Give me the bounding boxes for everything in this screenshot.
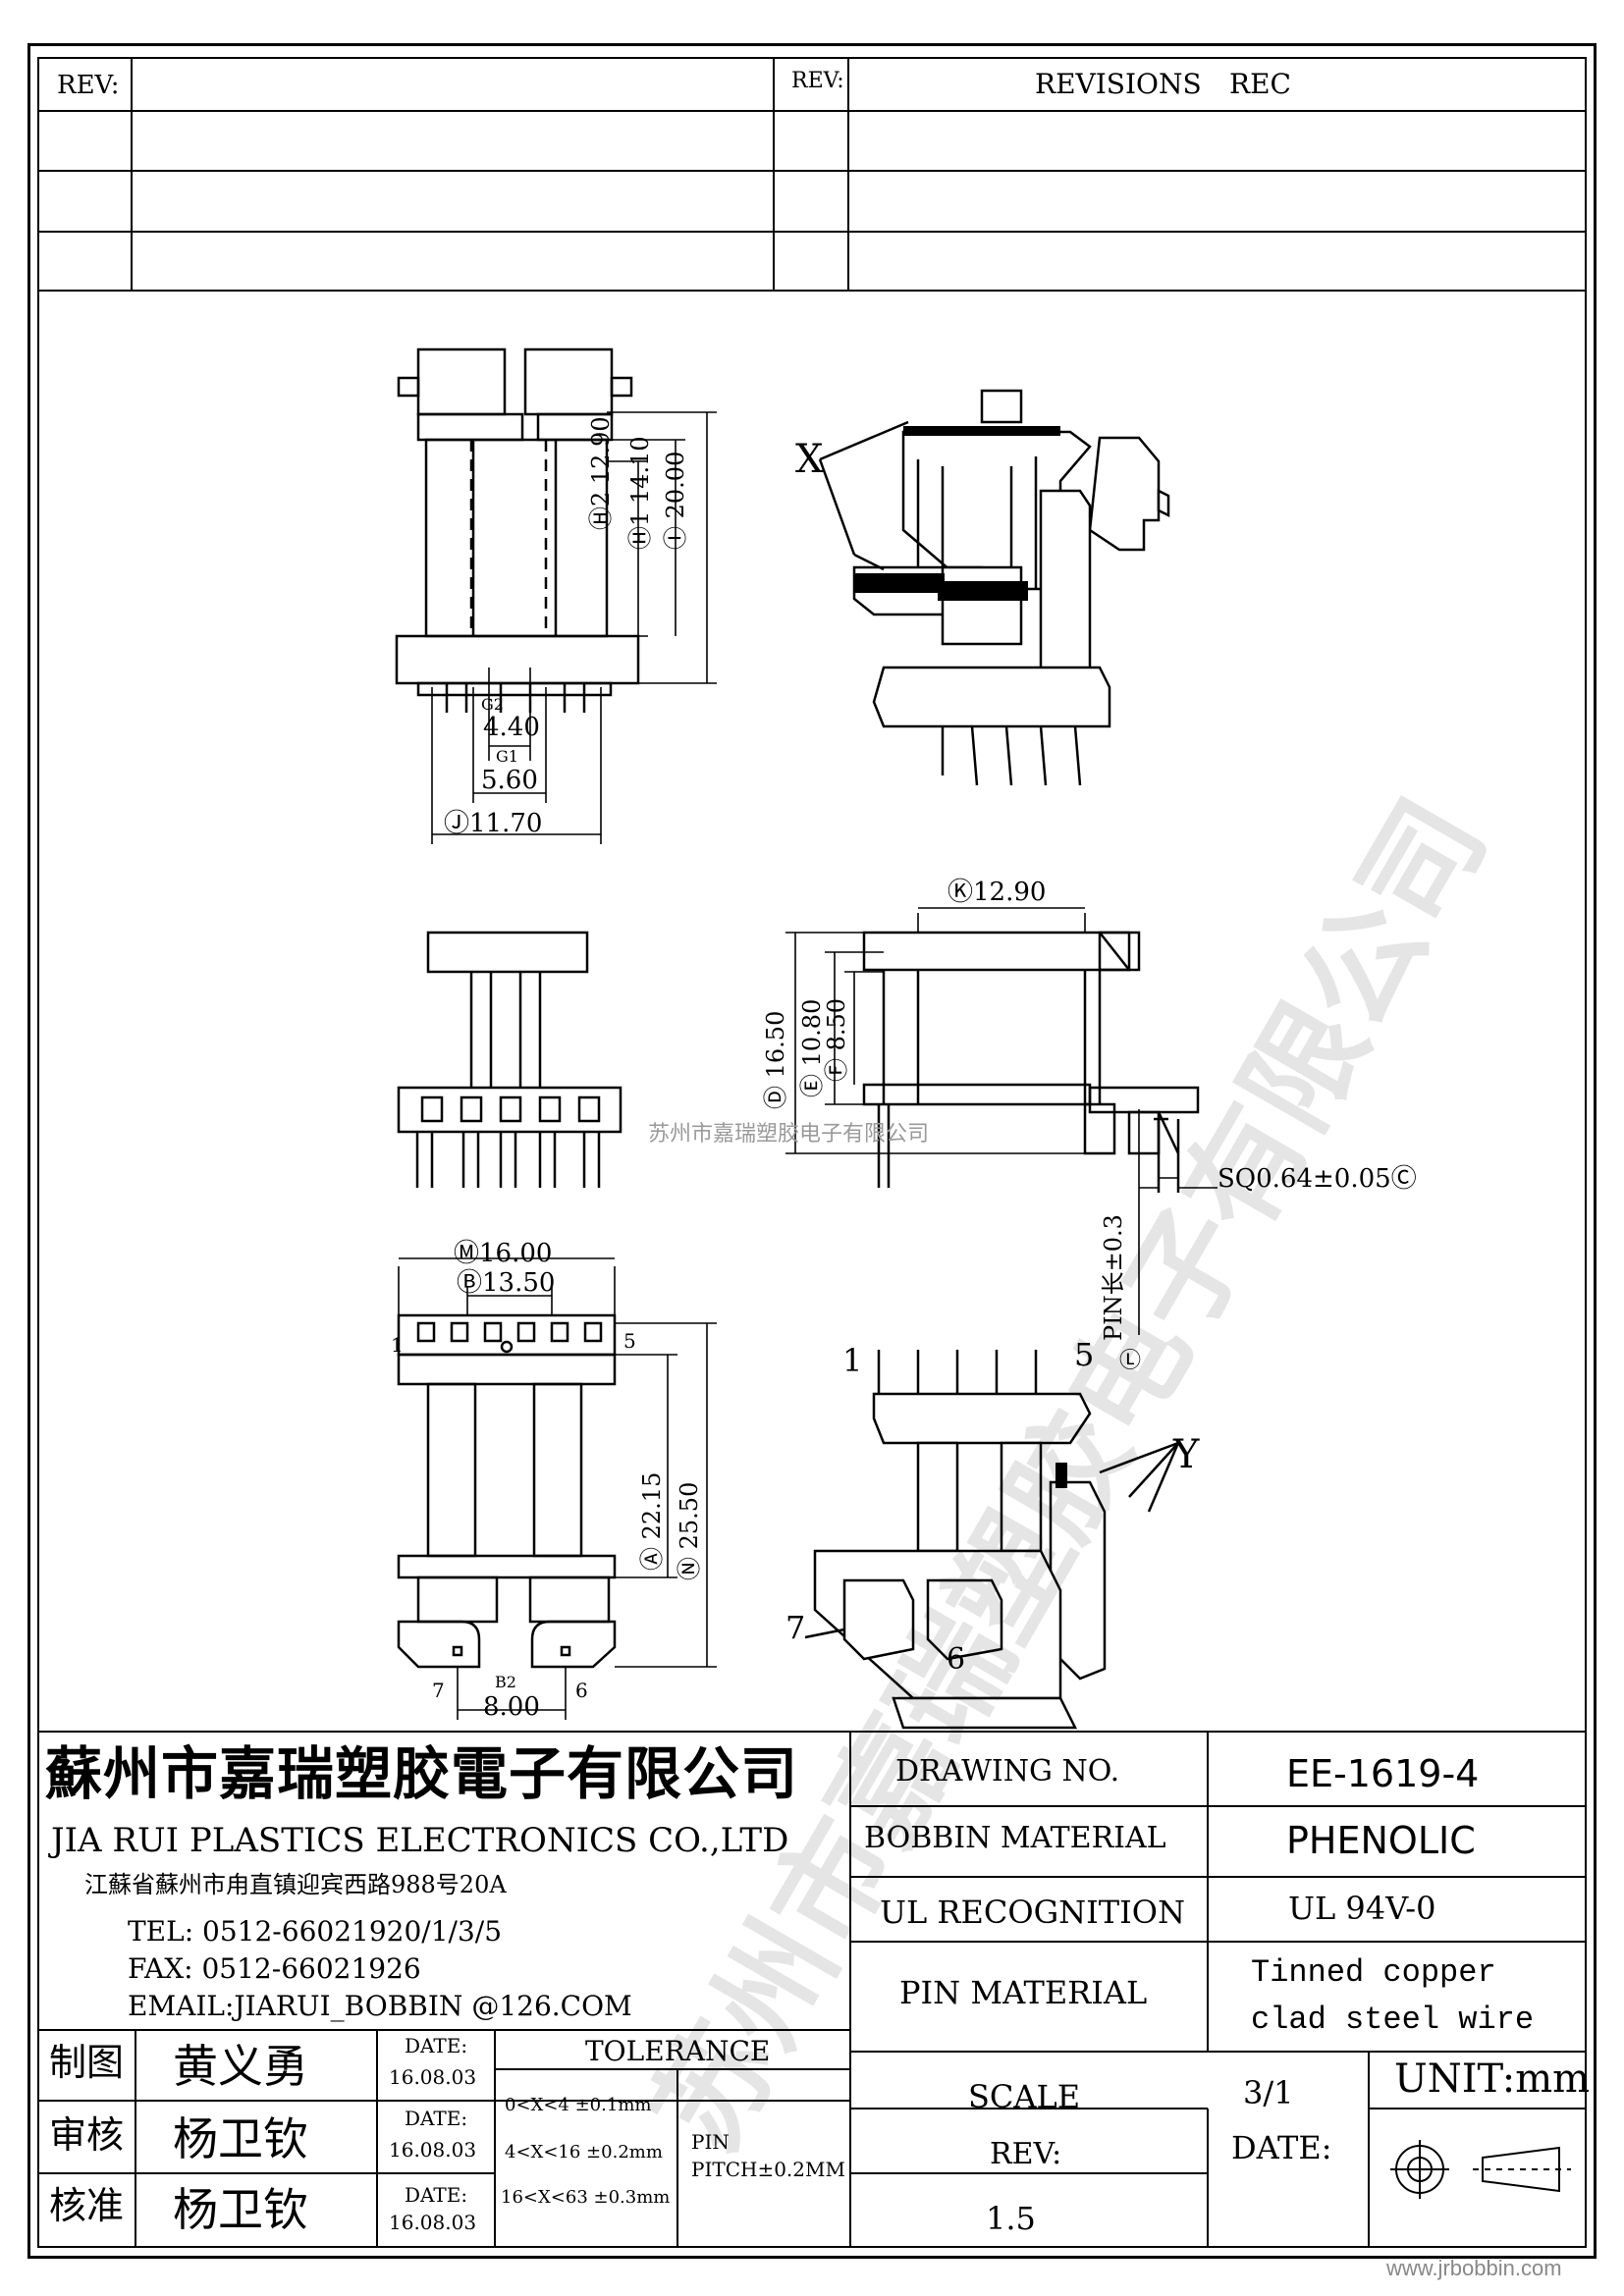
dim-f: Ⓕ 8.50 [823,997,850,1082]
bobbin-material-label: BOBBIN MATERIAL [864,1821,1166,1855]
dim-h2: Ⓗ2 12.90 [587,416,615,530]
bobbin-material: PHENOLIC [1286,1819,1476,1862]
rev-label: REV: [990,2137,1062,2171]
dim-n: Ⓝ 25.50 [676,1481,703,1580]
dim-b1: Ⓑ13.50 [457,1268,556,1298]
dim-g2: 4.40 [483,713,540,742]
company-name-cn: 蘇州市嘉瑞塑胶電子有限公司 [45,1740,799,1807]
tolerance-pin: PIN [691,2130,730,2154]
company-tel: TEL: 0512-66021920/1/3/5 [128,1915,503,1948]
approval-role-review: 审核 [49,2113,125,2157]
scale-value: 3/1 [1243,2074,1294,2111]
iso-pin-6-label: 6 [947,1642,966,1677]
scale-label: SCALE [968,2078,1081,2115]
iso-pin-5-label: 5 [1074,1336,1095,1373]
tolerance-row-1: 0<X<4 ±0.1mm [505,2095,652,2115]
tolerance-row-3: 16<X<63 ±0.3mm [501,2187,671,2208]
ul-label: UL RECOGNITION [880,1894,1185,1931]
dim-g1: 5.60 [481,766,538,795]
company-name-en: JIA RUI PLASTICS ELECTRONICS CO.,LTD [51,1821,789,1860]
rev-label-right: REV: [791,69,844,93]
dim-l-marker: Ⓛ [1119,1349,1142,1373]
dim-b2-marker: B2 [495,1673,516,1691]
drawing-frame [37,57,1587,2248]
pin-7-label: 7 [432,1679,445,1702]
pin-1-label: 1 [391,1333,404,1357]
dim-j: Ⓙ11.70 [444,809,543,838]
dim-k: Ⓚ12.90 [947,878,1047,907]
approval-role-approve: 核准 [49,2184,125,2227]
revisions-title: REVISIONS [1035,68,1202,100]
dim-i: Ⓘ 20.00 [662,451,689,550]
tolerance-pitch: PITCH±0.2MM [691,2158,845,2181]
approval-date-review: 16.08.03 [389,2138,477,2162]
dim-g2-marker: G2 [481,695,504,714]
iso-view-top [852,389,1170,728]
drawing-border [27,43,1597,2259]
revisions-rec: REC [1229,68,1291,100]
pin-material-label: PIN MATERIAL [899,1974,1148,2011]
approval-date-draw: 16.08.03 [389,2065,477,2089]
company-fax: FAX: 0512-66021926 [128,1952,421,1985]
iso-pin-7-label: 7 [785,1609,806,1646]
company-address: 江蘇省蘇州市甪直镇迎宾西路988号20A [84,1871,507,1898]
approval-date-label-approve: DATE: [405,2183,468,2207]
dim-pin-length: PIN长±0.3 [1100,1214,1127,1341]
side-view-left [397,931,623,1188]
rev-value: 1.5 [986,2200,1036,2237]
ul-value: UL 94V-0 [1288,1890,1436,1927]
approval-name-approve: 杨卫钦 [173,2183,308,2236]
approval-date-label-draw: DATE: [405,2034,468,2057]
iso-view-bottom [813,1392,1107,1730]
date-label: DATE: [1231,2129,1332,2166]
label-x: X [795,437,824,482]
tolerance-title: TOLERANCE [585,2035,771,2067]
bottom-view-left [397,1313,617,1669]
drawing-no: EE-1619-4 [1286,1752,1480,1795]
pin-5-label: 5 [623,1329,636,1353]
pin-material-1: Tinned copper [1251,1954,1496,1991]
approval-name-review: 杨卫钦 [173,2112,308,2165]
approval-date-label-review: DATE: [405,2107,468,2130]
pin-material-2: clad steel wire [1251,2002,1535,2038]
approval-name-draw: 黄义勇 [173,2040,308,2093]
projection-symbol-icon [1390,2140,1577,2199]
dim-h1: Ⓗ1 14.10 [626,436,654,550]
pin-6-label: 6 [575,1679,588,1702]
rev-label-left: REV: [57,71,120,100]
watermark-url: www.jrbobbin.com [1386,2256,1562,2280]
dim-a: Ⓐ 22.15 [638,1471,666,1571]
approval-date-approve: 16.08.03 [389,2211,477,2234]
dim-g1-marker: G1 [496,747,518,766]
drawing-no-label: DRAWING NO. [895,1754,1120,1789]
approval-role-draw: 制图 [49,2041,125,2084]
dim-sq: SQ0.64±0.05Ⓒ [1218,1164,1417,1194]
iso-pin-1-label: 1 [842,1342,863,1379]
side-view-right [862,931,1200,1193]
dim-m: Ⓜ16.00 [454,1239,553,1268]
dim-b2: 8.00 [483,1692,540,1722]
dim-e: Ⓔ 10.80 [798,998,826,1097]
unit-label: UNIT:mm [1394,2056,1591,2102]
tolerance-row-2: 4<X<16 ±0.2mm [505,2142,663,2163]
dim-d: Ⓓ 16.50 [762,1010,789,1109]
front-view-top [395,347,640,713]
company-email: EMAIL:JIARUI_BOBBIN @126.COM [128,1990,632,2022]
label-y: Y [1173,1432,1200,1477]
watermark-center: 苏州市嘉瑞塑胶电子有限公司 [648,1122,930,1147]
